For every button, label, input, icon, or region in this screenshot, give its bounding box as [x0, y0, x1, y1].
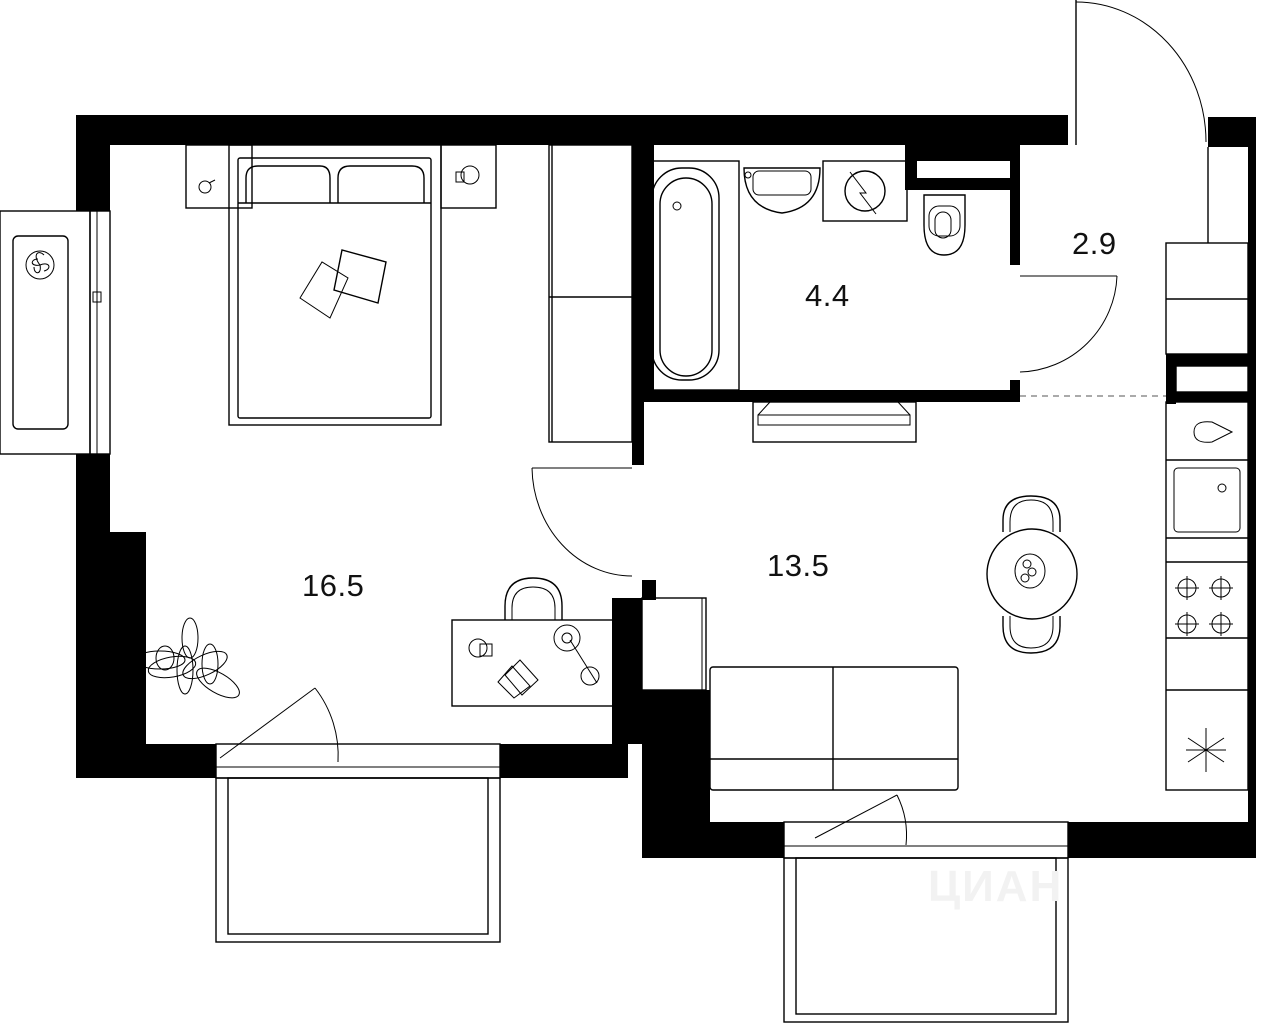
room-area-bedroom: 16.5 [302, 568, 365, 603]
kitchen-counter [1165, 401, 1249, 791]
room-area-kitchen-living: 13.5 [767, 548, 830, 583]
sofa-icon [641, 597, 959, 791]
balcony-kitchen [783, 857, 1069, 1023]
wardrobe-icon [548, 144, 633, 443]
room-area-bathroom: 4.4 [805, 278, 850, 313]
doors[interactable] [219, 0, 1207, 846]
fridge-icon [1186, 728, 1226, 772]
washbasin-icon [743, 167, 821, 214]
walls [76, 115, 1256, 858]
room-area-hallway: 2.9 [1072, 226, 1117, 261]
bathtub-icon [643, 160, 740, 391]
stove-icon [1175, 576, 1233, 636]
bed-icon [185, 144, 497, 426]
desk-icon [451, 577, 615, 707]
tv-stand-icon [752, 401, 917, 443]
balcony-bedroom [215, 777, 501, 943]
watermark: ЦИАН [928, 862, 1064, 911]
washing-machine-icon [822, 160, 908, 222]
dining-table-icon [986, 495, 1078, 654]
plant-icon [134, 617, 240, 699]
faucet-icon [1193, 421, 1234, 443]
radiator-fan-icon [0, 210, 91, 455]
sink-icon [1173, 467, 1241, 533]
windows [89, 210, 1069, 859]
toilet-icon [923, 194, 966, 256]
wardrobe-icon [1165, 147, 1249, 393]
